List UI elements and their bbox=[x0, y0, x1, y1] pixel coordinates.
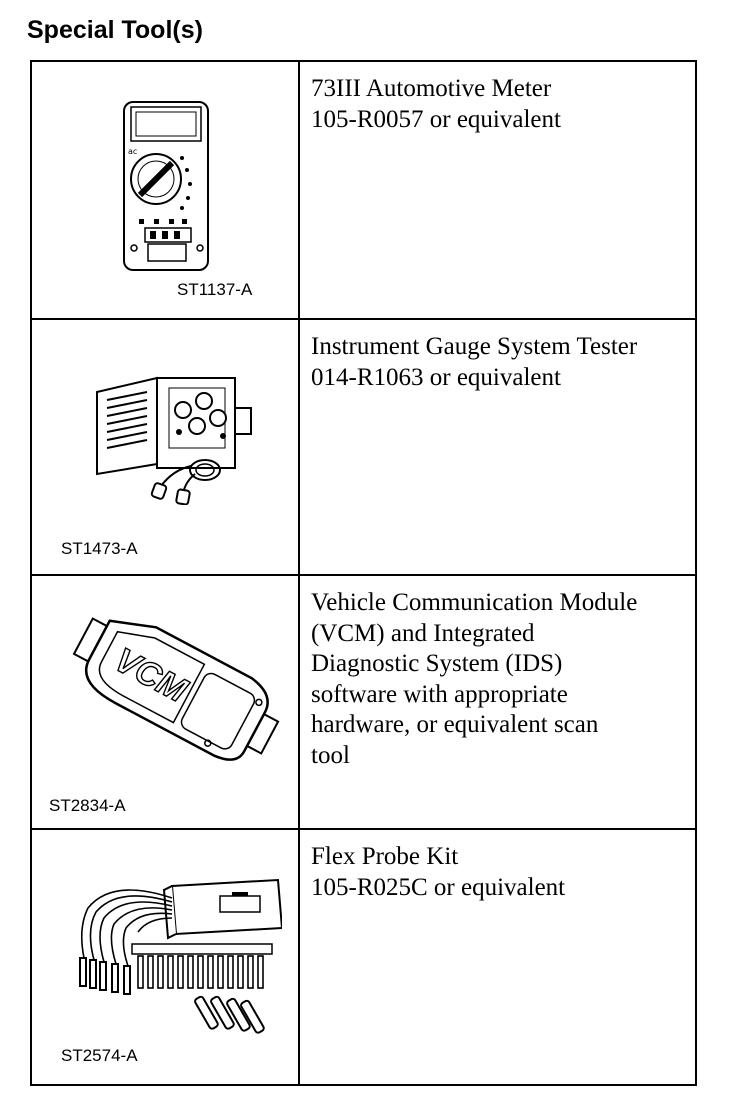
description-line: 105-R0057 or equivalent bbox=[311, 105, 561, 133]
description-line: software with appropriate bbox=[311, 680, 568, 708]
tool-row: ST1473-A Instrument Gauge System Tester … bbox=[30, 318, 697, 576]
description-line: hardware, or equivalent scan bbox=[311, 711, 599, 738]
tool-row: VCM ST2834-A Vehicle Communication Modul… bbox=[30, 574, 697, 830]
tool-row: ac bbox=[30, 60, 697, 320]
description-line: 73III Automotive Meter bbox=[311, 75, 552, 102]
tool-image-cell: ST2574-A bbox=[30, 828, 300, 1086]
special-tools-table: ac bbox=[30, 60, 697, 1086]
tool-code: ST1137-A bbox=[177, 280, 253, 299]
tool-description: Flex Probe Kit 105-R025C or equivalent bbox=[298, 828, 697, 1086]
tool-code: ST1473-A bbox=[61, 539, 138, 558]
tool-image-cell: VCM ST2834-A bbox=[30, 574, 300, 830]
tool-code: ST2834-A bbox=[49, 796, 126, 815]
description-line: Flex Probe Kit bbox=[311, 843, 459, 870]
description-line: Instrument Gauge System Tester bbox=[311, 333, 638, 360]
description-line: tool bbox=[311, 741, 350, 769]
tool-description: Vehicle Communication Module (VCM) and I… bbox=[298, 574, 697, 830]
vcm-module-icon: VCM bbox=[67, 604, 282, 784]
tool-image-cell: ac bbox=[30, 60, 300, 320]
tool-description: 73III Automotive Meter 105-R0057 or equi… bbox=[298, 60, 697, 320]
tool-image-cell: ST1473-A bbox=[30, 318, 300, 576]
section-heading: Special Tool(s) bbox=[27, 16, 203, 44]
svg-text:ac: ac bbox=[128, 147, 137, 156]
tool-code: ST2574-A bbox=[61, 1046, 138, 1065]
description-line: (VCM) and Integrated bbox=[311, 619, 535, 647]
tool-description: Instrument Gauge System Tester 014-R1063… bbox=[298, 318, 697, 576]
multimeter-icon: ac bbox=[120, 98, 220, 278]
tool-row: ST2574-A Flex Probe Kit 105-R025C or equ… bbox=[30, 828, 697, 1086]
description-line: Diagnostic System (IDS) bbox=[311, 650, 563, 677]
description-line: 014-R1063 or equivalent bbox=[311, 363, 561, 391]
description-line: Vehicle Communication Module bbox=[311, 589, 638, 616]
probe-kit-icon bbox=[72, 868, 282, 1048]
gauge-tester-icon bbox=[87, 370, 262, 505]
description-line: 105-R025C or equivalent bbox=[311, 873, 566, 901]
